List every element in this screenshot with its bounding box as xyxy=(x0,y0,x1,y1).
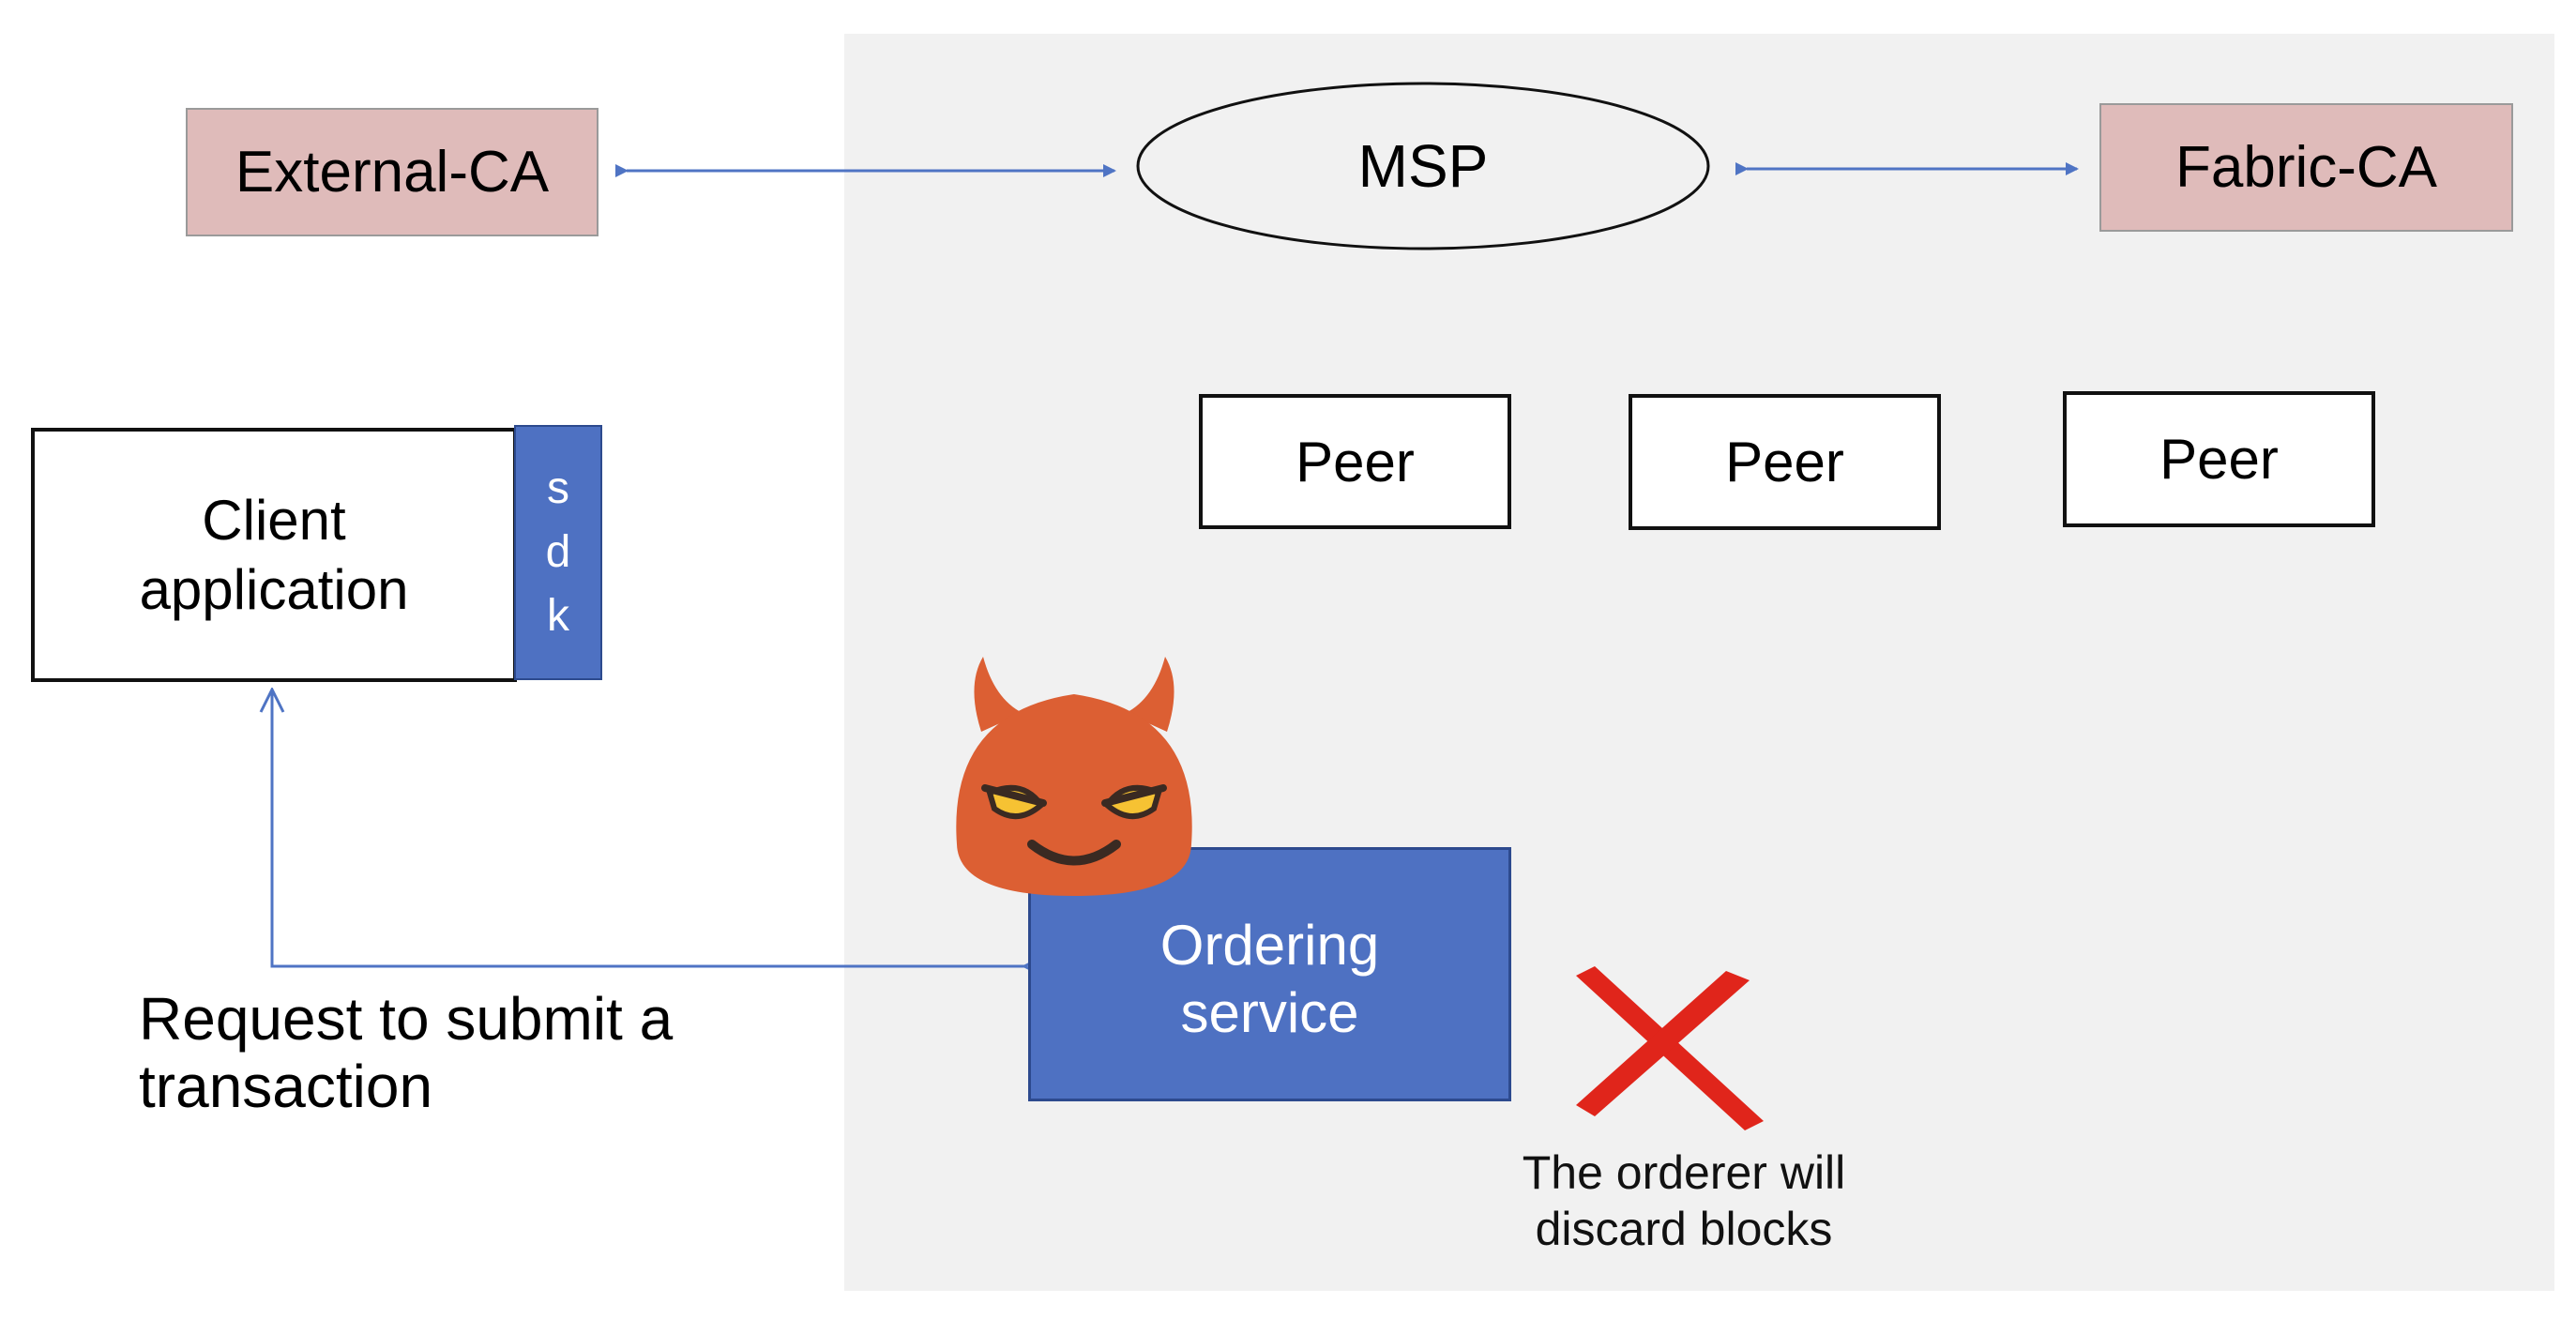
client-label-line-1: Client xyxy=(202,488,346,552)
client-label-line-2: application xyxy=(139,557,409,621)
peer-label-2: Peer xyxy=(1725,431,1844,493)
orderer-note-line-1: The orderer will xyxy=(1522,1146,1846,1199)
peer-label-3: Peer xyxy=(2159,428,2279,491)
request-label: Request to submit a transaction xyxy=(139,985,673,1120)
sdk-box: s d k xyxy=(514,425,602,680)
peer-box-2: Peer xyxy=(1629,394,1941,530)
request-label-line-2: transaction xyxy=(139,1053,433,1120)
external-ca-box: External-CA xyxy=(186,108,599,236)
request-arrow xyxy=(272,690,1024,966)
ordering-label-line-1: Ordering xyxy=(1159,914,1380,977)
fabric-ca-box: Fabric-CA xyxy=(2099,103,2513,232)
sdk-letter-s: s xyxy=(547,463,569,513)
request-label-line-1: Request to submit a xyxy=(139,985,674,1053)
sdk-letter-k: k xyxy=(547,591,569,641)
orderer-note: The orderer will discard blocks xyxy=(1482,1145,1886,1257)
orderer-note-line-2: discard blocks xyxy=(1535,1203,1833,1255)
msp-label: MSP xyxy=(1357,132,1489,200)
sdk-letter-d: d xyxy=(545,527,571,577)
peer-box-1: Peer xyxy=(1199,394,1511,529)
peer-box-3: Peer xyxy=(2063,391,2375,527)
client-application-box: Client application xyxy=(31,428,517,682)
msp-node: MSP xyxy=(1138,83,1708,249)
peer-label-1: Peer xyxy=(1296,430,1415,493)
ordering-service-box: Ordering service xyxy=(1028,847,1511,1101)
fabric-ca-label: Fabric-CA xyxy=(2174,135,2438,200)
external-ca-label: External-CA xyxy=(235,140,550,205)
ordering-label-line-2: service xyxy=(1180,981,1359,1044)
